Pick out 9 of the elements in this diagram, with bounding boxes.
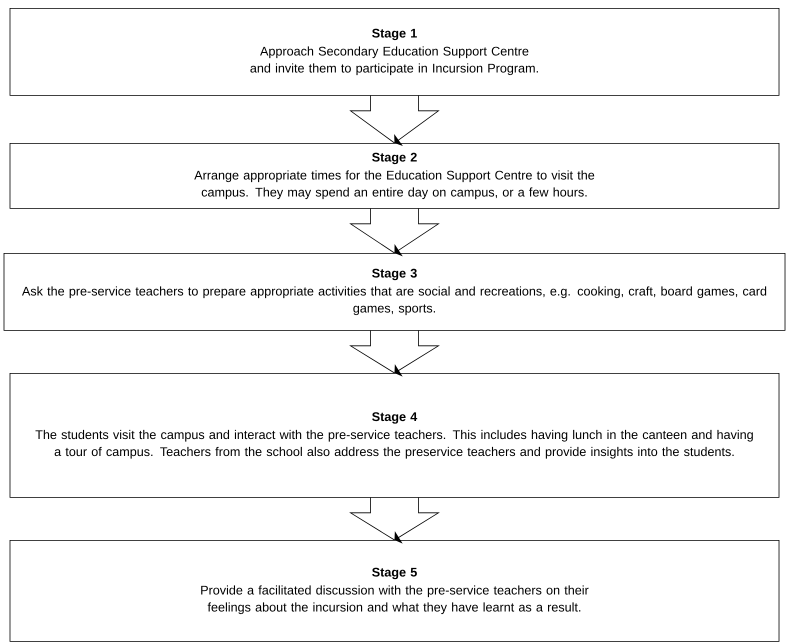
stage-box: Stage 2 Arrange appropriate times for the Education Support Centre to visit the campus. They may spend an entire day on campus, or a few hours. (10, 143, 780, 209)
stage-box: Stage 4 The students visit the campus and interact with the pre-service teachers. This includes having lunch in the canteen and having a tour of campus. Teachers from the school also address the preservice teachers and provide insights into the students. (10, 373, 780, 498)
block-arrow (349, 95, 440, 146)
block-arrow (349, 330, 440, 377)
stage-box: Stage 3 Ask the pre-service teachers to prepare appropriate activities that are social and recreations, e.g. cooking, craft, board games, card games, sports. (4, 253, 786, 331)
block-arrow (349, 497, 440, 544)
stage-box: Stage 1 Approach Secondary Education Support Centre and invite them to participate in Incursion Program. (10, 8, 780, 96)
stage-box: Stage 5 Provide a facilitated discussion with the pre-service teachers on their feelings about the incursion and what they have learnt as a result. (10, 540, 780, 642)
block-arrow (349, 208, 440, 256)
